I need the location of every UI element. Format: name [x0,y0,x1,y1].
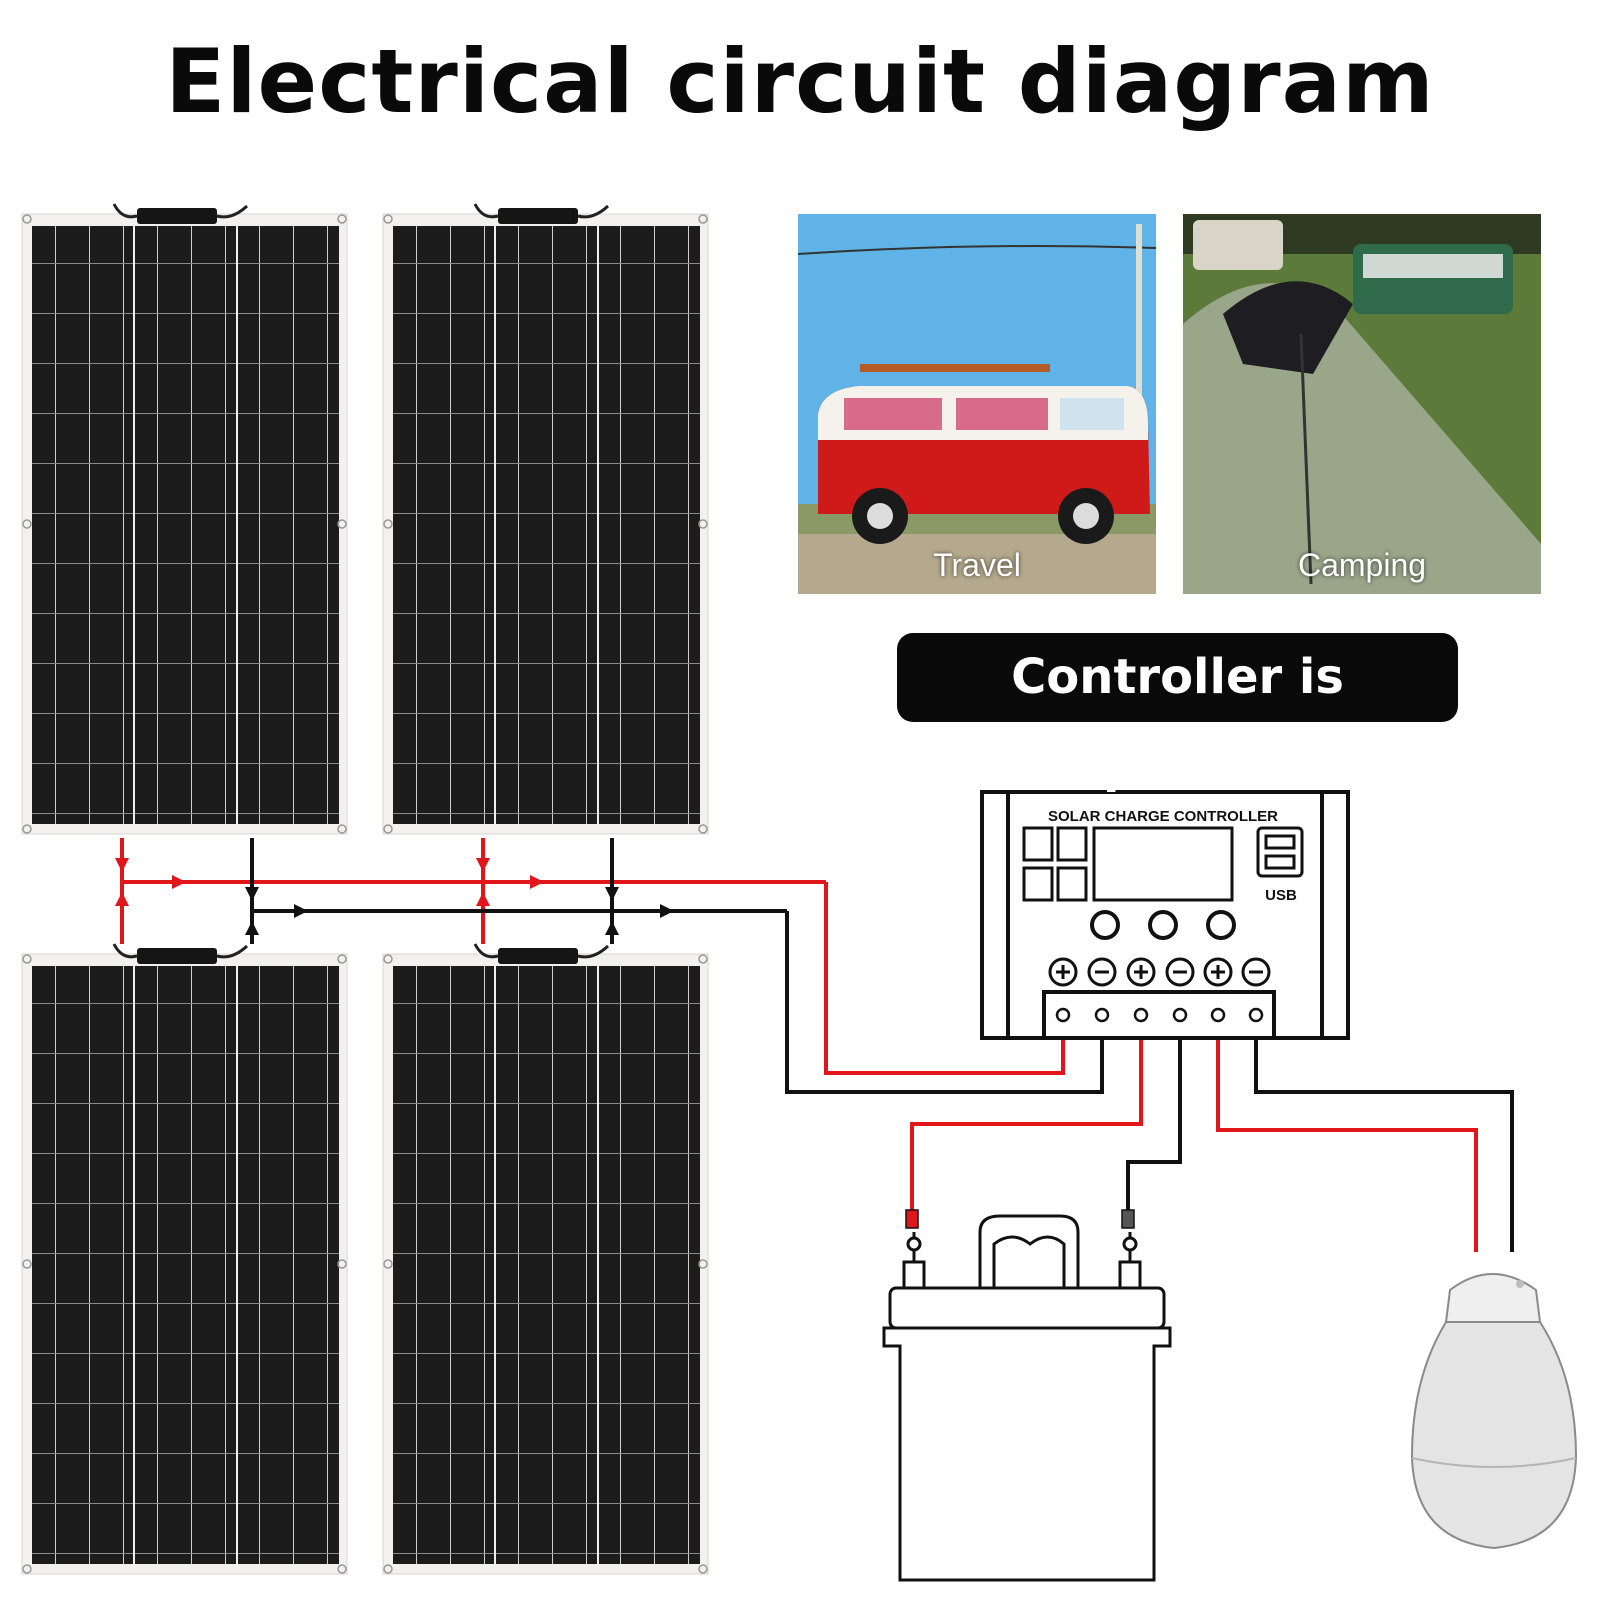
camping-caption: Camping [1297,547,1427,583]
solar-panel-bottom-left [20,942,349,1576]
solar-panel-top-left [20,202,349,836]
light-bulb-icon [1410,1273,1578,1550]
charge-controller: SOLAR CHARGE CONTROLLER USB [980,790,1350,1040]
solar-panel-top-right [381,202,710,836]
panel-wiring [120,838,826,944]
travel-photo-illustration [798,214,1156,594]
travel-caption: Travel [933,547,1021,583]
controller-optional-badge: Controller is Optional [897,633,1458,794]
camping-photo-illustration [1183,214,1541,594]
terminal-sign-glyphs [1056,965,1263,979]
battery-clips [905,1209,1135,1229]
controller-buttons [1022,826,1088,902]
solar-panel-bottom-right [381,942,710,1576]
controller-knobs [1090,910,1236,940]
camping-photo: Camping [1183,214,1541,594]
usb-label: USB [1265,887,1297,904]
diagram-title: Electrical circuit diagram [165,30,1435,133]
controller-wiring [785,882,1514,1252]
battery-icon [882,1214,1172,1582]
travel-photo: Travel [798,214,1156,594]
terminal-screws [1055,1007,1264,1023]
current-arrows [115,858,674,935]
controller-label: SOLAR CHARGE CONTROLLER [1048,808,1278,825]
usb-port-icon [1256,826,1304,878]
controller-lcd-screen [1092,826,1234,902]
terminal-block [1042,990,1276,1040]
